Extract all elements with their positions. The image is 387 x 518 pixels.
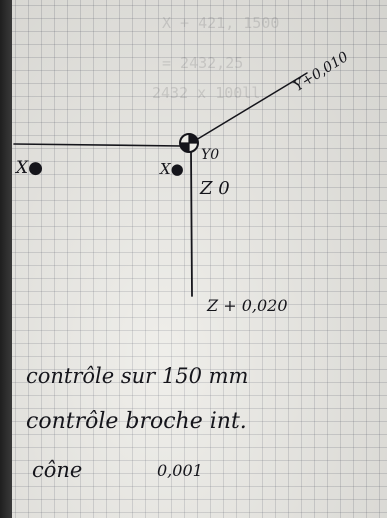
bleed-through-text: = 2432,25: [162, 54, 244, 72]
axis-sketch: [13, 72, 308, 297]
x-axis-line: [13, 143, 183, 147]
bleed-through-text: X + 421, 1500: [162, 14, 280, 32]
z-axis-line: [190, 149, 193, 297]
x-origin-label: X●: [160, 160, 184, 178]
origin-symbol: [179, 133, 199, 153]
y-origin-label: Y0: [201, 147, 220, 163]
binder-edge: [0, 0, 12, 518]
cone-value: 0,001: [157, 461, 203, 480]
note-line-2: contrôle broche int.: [26, 409, 247, 434]
note-line-3: cône: [32, 458, 83, 482]
z-origin-label: Z 0: [200, 178, 230, 199]
note-line-1: contrôle sur 150 mm: [26, 364, 249, 388]
y-axis-line: [195, 72, 308, 141]
grid-paper-sheet: X + 421, 1500 = 2432,25 2432 x 100ll X● …: [12, 0, 387, 518]
x-axis-left-label: X●: [16, 158, 43, 178]
bleed-through-text: 2432 x 100ll: [152, 84, 261, 102]
z-axis-end-label: Z + 0,020: [207, 296, 288, 315]
